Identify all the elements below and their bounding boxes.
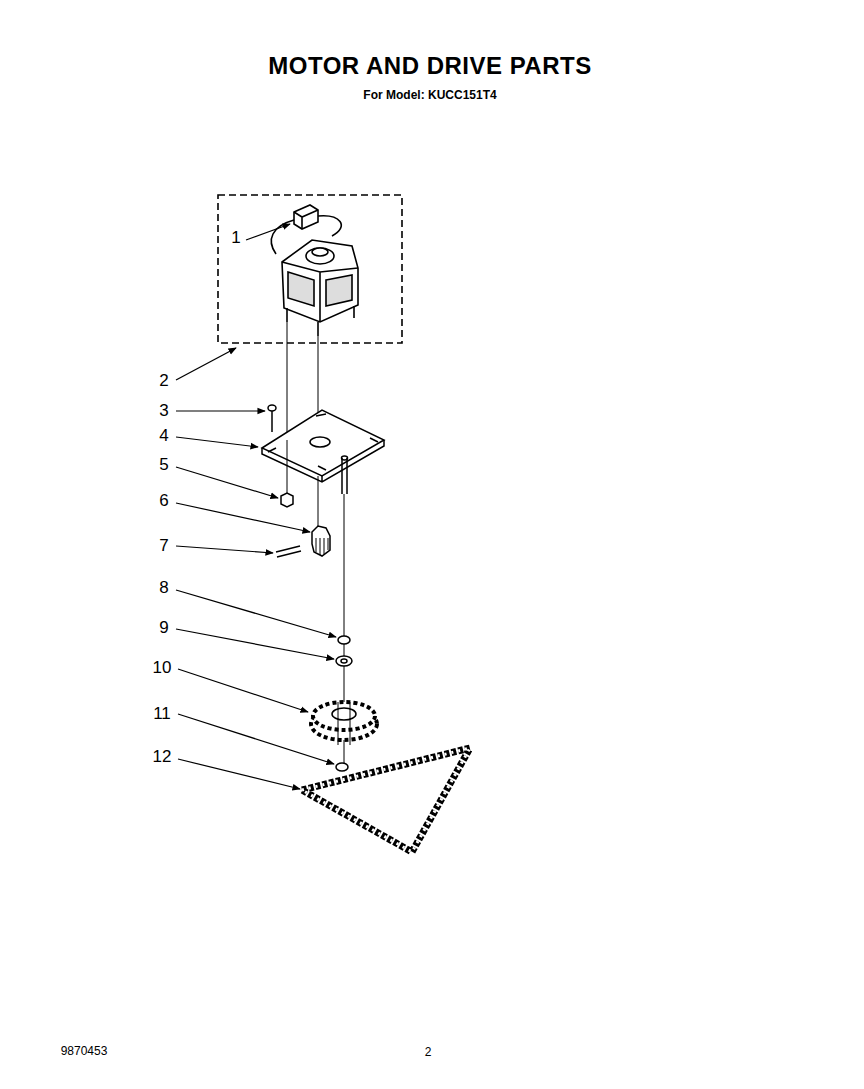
- plate-slot: [268, 414, 378, 470]
- callout-number: 6: [159, 492, 168, 511]
- leader-line: [176, 546, 273, 553]
- callout-number: 4: [159, 427, 168, 446]
- page-number: 2: [425, 1046, 432, 1059]
- motor-wire: [318, 216, 341, 236]
- screw-head: [268, 405, 276, 411]
- leader-line: [178, 714, 334, 764]
- leader-line: [176, 629, 334, 659]
- callout-number: 2: [159, 372, 168, 391]
- leader-line: [176, 590, 336, 637]
- washer: [338, 636, 350, 644]
- model-subtitle: For Model: KUCC151T4: [363, 89, 496, 102]
- callout-number: 1: [231, 229, 240, 248]
- callout-number: 12: [153, 748, 172, 767]
- sprocket-hub: [332, 708, 356, 720]
- callout-number: 10: [153, 659, 172, 678]
- motor-connector-edge: [294, 210, 318, 229]
- page-title: MOTOR AND DRIVE PARTS: [268, 53, 591, 79]
- mounting-plate: [262, 410, 384, 476]
- leader-line: [178, 669, 308, 712]
- callout-number: 3: [159, 402, 168, 421]
- motor-leg: [287, 306, 354, 336]
- leader-line: [246, 224, 290, 240]
- motor-assembly-outline: [218, 195, 402, 343]
- motor-connector: [294, 205, 318, 229]
- sprocket-teeth: [313, 702, 375, 730]
- stud: [342, 458, 347, 494]
- motor-shaft-hub: [306, 248, 334, 264]
- motor-winding: [326, 275, 352, 306]
- plate-hole: [310, 437, 330, 447]
- leader-line: [176, 503, 310, 532]
- leader-line: [178, 759, 300, 789]
- nut: [281, 493, 293, 507]
- document-number: 9870453: [61, 1045, 108, 1058]
- stud-top: [342, 456, 348, 460]
- hub-ribs: [316, 538, 328, 555]
- callout-number: 7: [159, 537, 168, 556]
- sprocket-bore: [338, 702, 350, 745]
- motor-winding: [288, 272, 314, 306]
- callout-number: 11: [153, 705, 171, 724]
- callout-number: 5: [159, 456, 168, 475]
- motor-wire: [271, 220, 294, 254]
- leader-line: [176, 348, 236, 380]
- drive-group: [262, 322, 470, 852]
- chain: [302, 748, 470, 852]
- screw-shank: [271, 411, 273, 432]
- motor-body: [282, 240, 358, 322]
- motor-shaft: [312, 248, 328, 256]
- chain-links: [302, 748, 470, 852]
- washer-hole: [341, 659, 347, 663]
- washer: [336, 656, 352, 666]
- leader-line: [176, 437, 258, 447]
- washer: [336, 763, 348, 771]
- guide-line: [287, 440, 318, 530]
- callout-number: 8: [159, 579, 168, 598]
- leader-line: [176, 467, 278, 498]
- set-screw: [276, 546, 301, 557]
- leader-lines: [176, 224, 336, 789]
- motor-body-edge: [282, 262, 358, 322]
- motor-group: [218, 195, 402, 343]
- drive-hub: [312, 526, 330, 556]
- leader-line: [176, 410, 265, 411]
- callout-number: 9: [159, 619, 168, 638]
